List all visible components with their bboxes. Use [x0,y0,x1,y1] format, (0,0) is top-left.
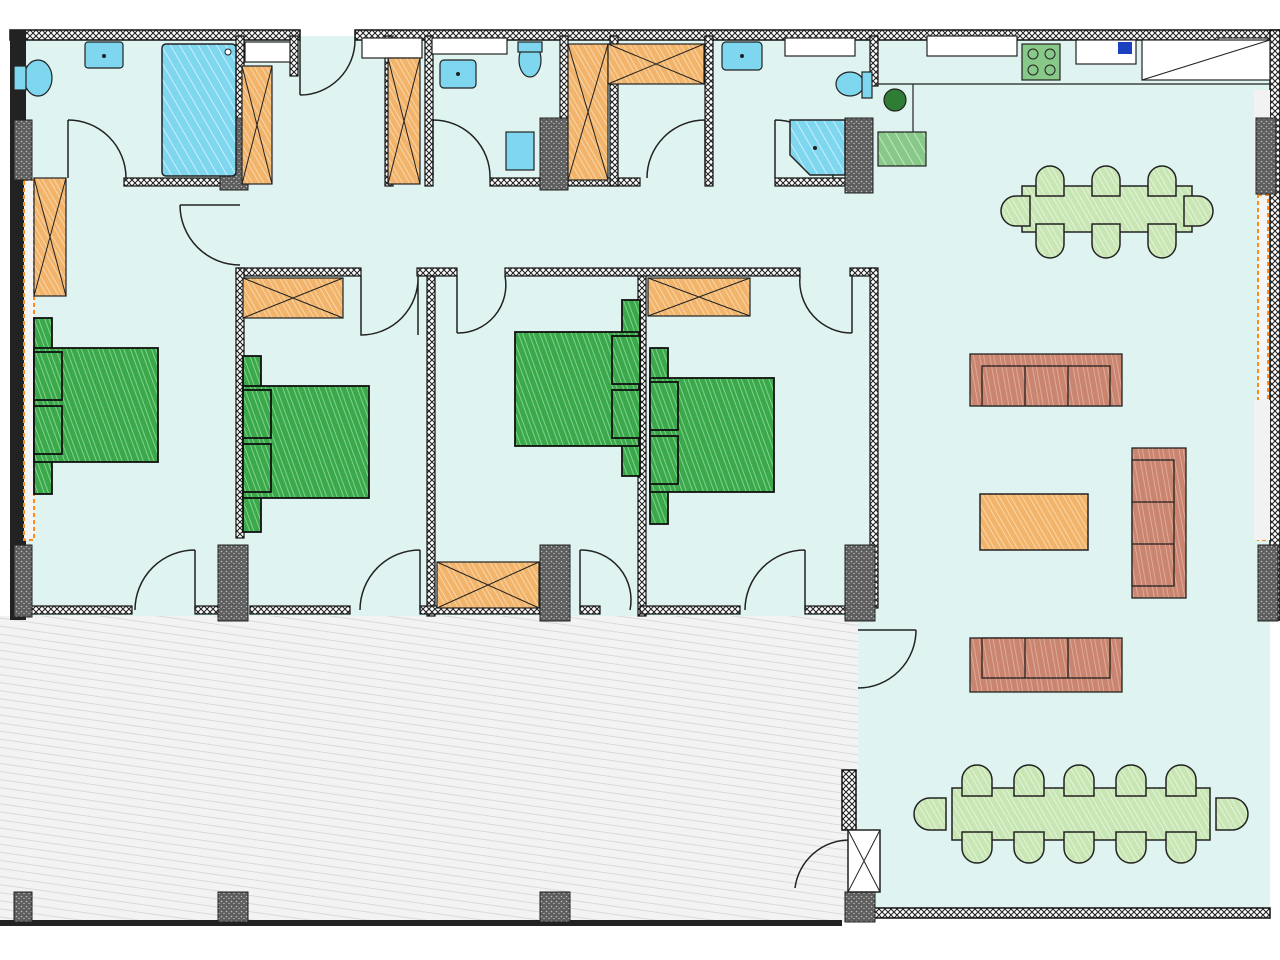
washbasin-drains [102,54,744,76]
sofa-right [1131,447,1187,599]
fridge [1141,39,1271,81]
bottom-edge [0,920,842,926]
plant-icon [883,88,907,112]
coffee-table [979,493,1089,551]
wardrobe-marks [33,43,751,609]
terrace [0,616,858,922]
beds [33,299,775,533]
bathtub [161,43,237,177]
kitchen-counter [878,83,1270,140]
counter-sinks [244,35,1269,65]
dining-table-bottom [913,764,1249,864]
shower-tray [789,119,846,176]
sofa-bottom [969,637,1123,693]
sofa-top [969,353,1123,407]
dining-table-top [1000,165,1214,259]
wc-icon [13,41,873,171]
sink-icon [877,131,927,167]
stove-icon [1021,43,1061,81]
kitchen-accent [1118,42,1132,54]
entry-column [847,829,881,893]
